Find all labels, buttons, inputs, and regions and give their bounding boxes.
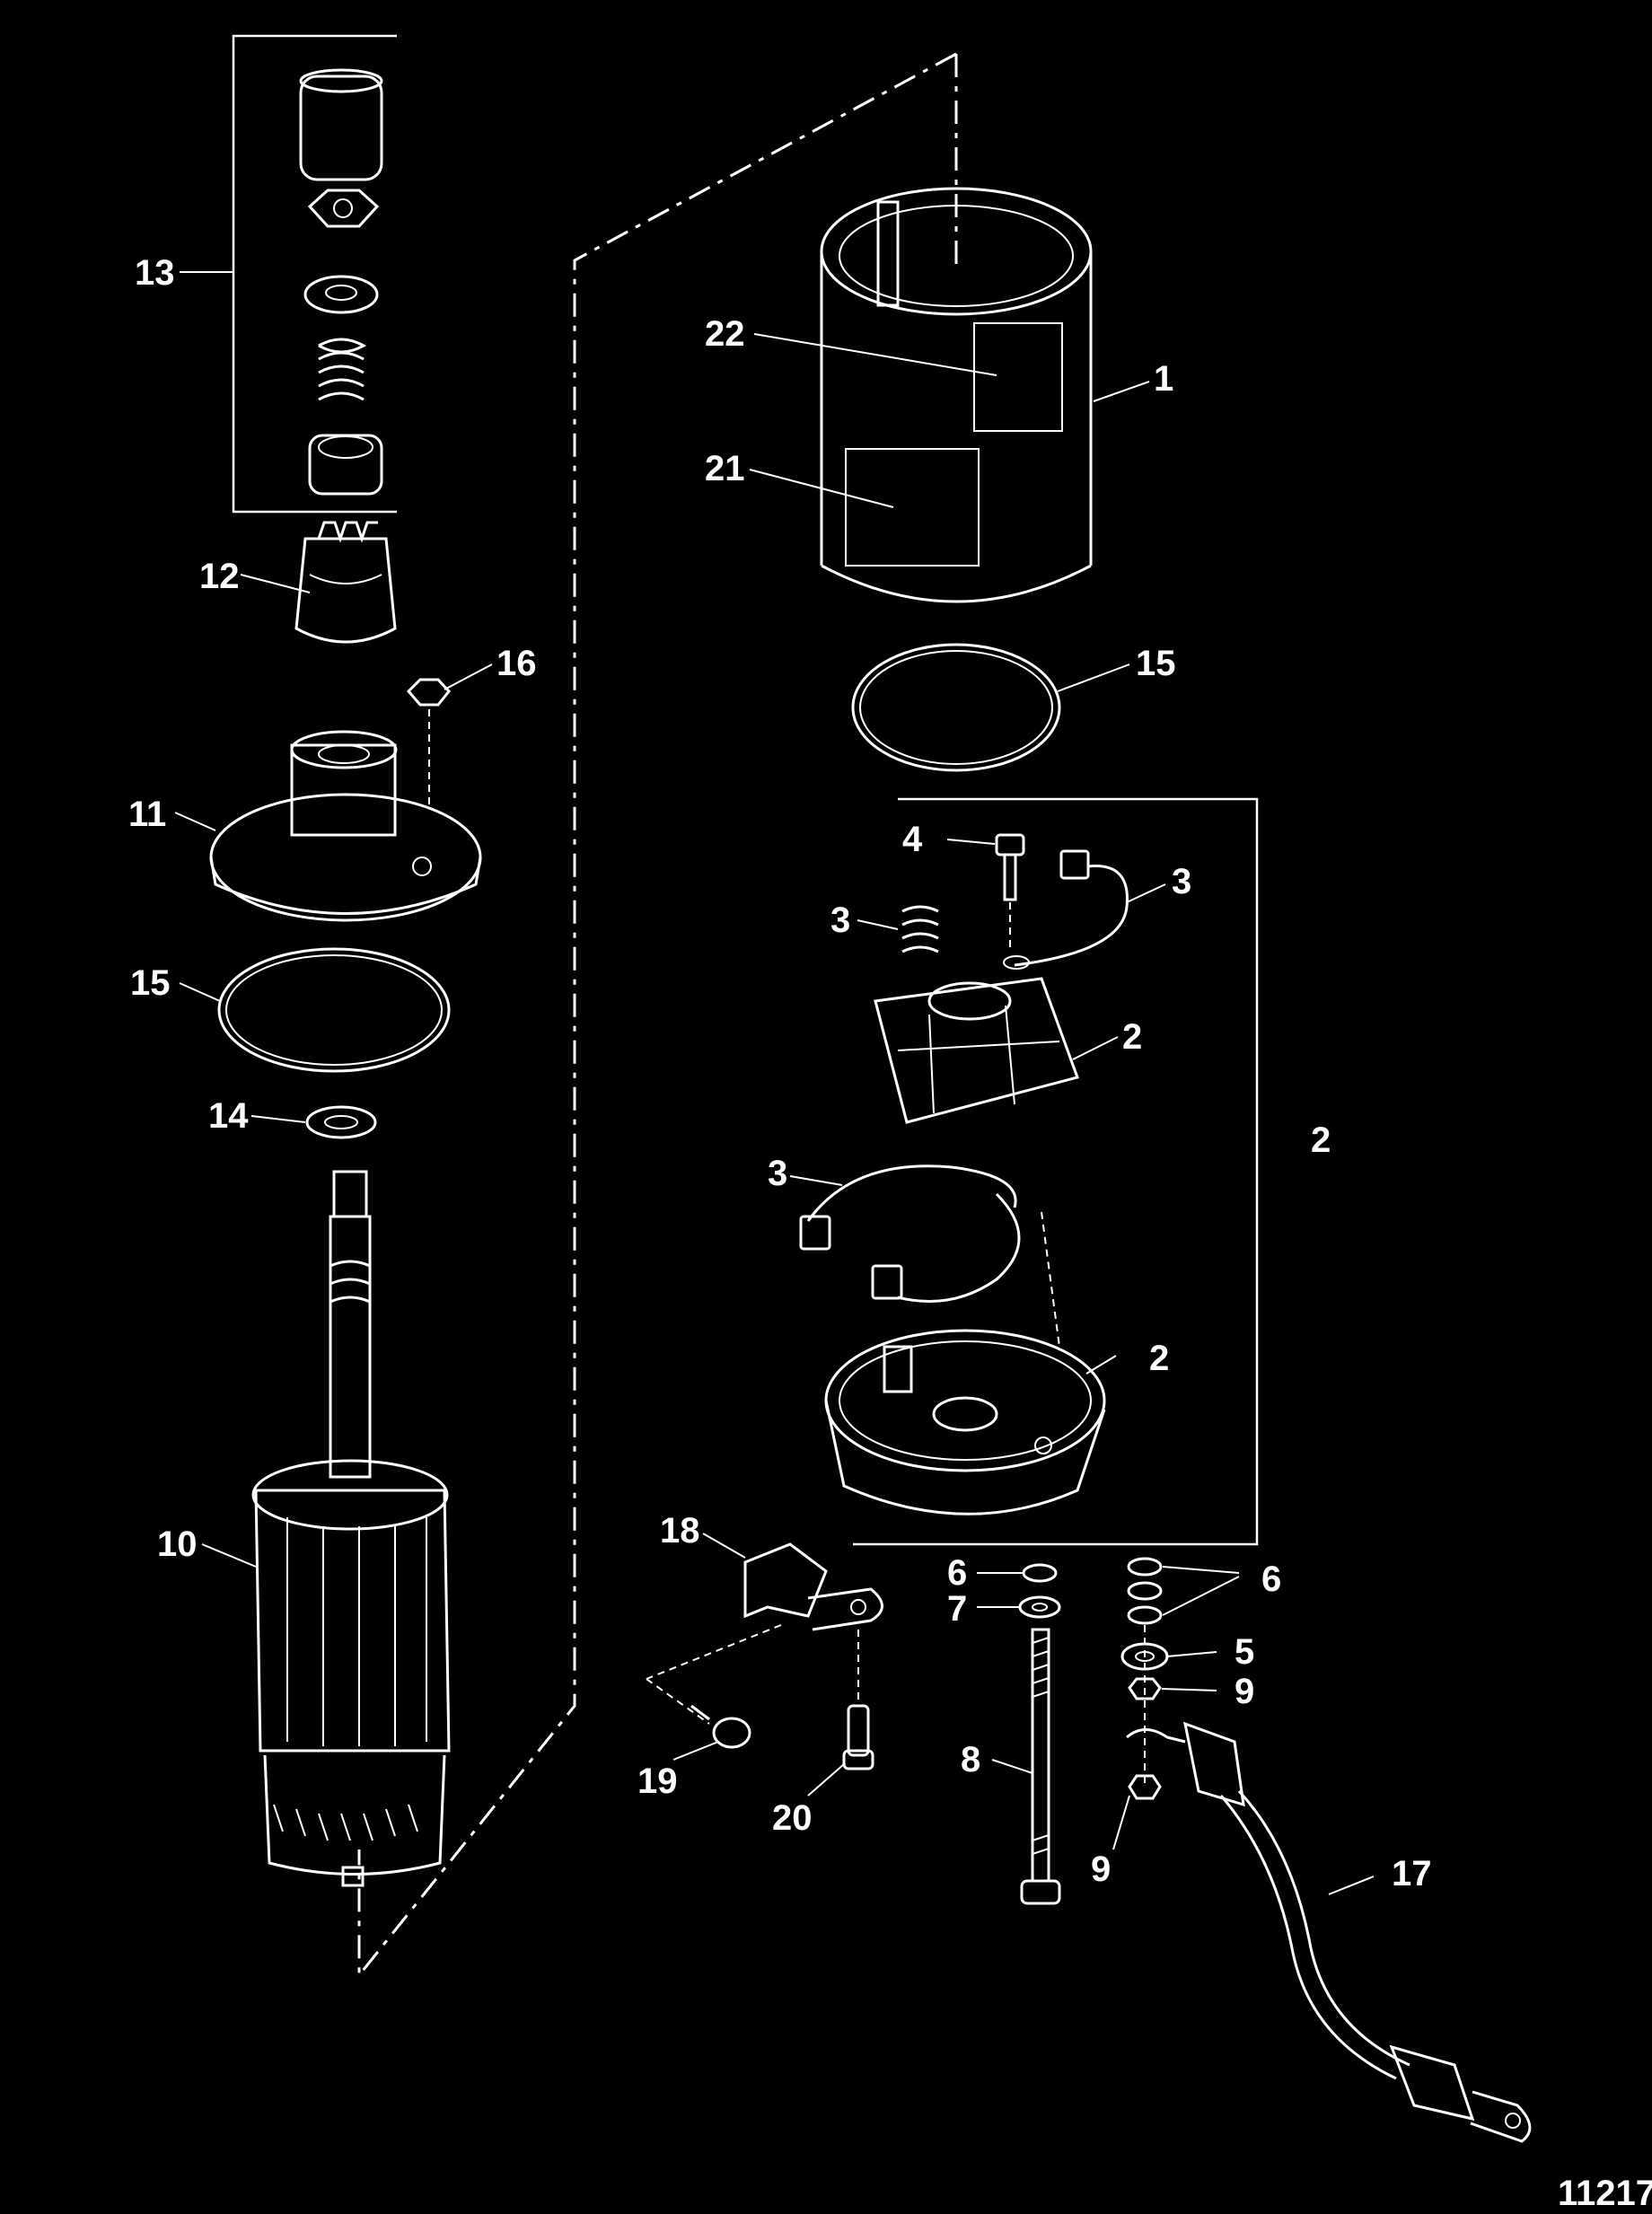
callout-labels: 13 12 16 11 15 14 10 22 1 21 15 4 3 3 2 …: [128, 253, 1652, 2213]
screw-19: [690, 1704, 751, 1749]
callout-9-upper: 9: [1235, 1672, 1254, 1711]
callout-21: 21: [705, 449, 745, 488]
callout-15-right: 15: [1136, 644, 1176, 683]
callout-8: 8: [961, 1740, 980, 1779]
brush-lead-3-lower: [799, 1164, 1060, 1348]
callout-2-holder: 2: [1122, 1017, 1142, 1057]
o-ring-15-right: [851, 643, 1061, 772]
washer-6-lower: [1127, 1605, 1163, 1625]
callout-17: 17: [1392, 1854, 1432, 1893]
group-bracket-13: [232, 34, 397, 514]
washer-6-upper: [1127, 1557, 1163, 1577]
end-cap-11: [209, 730, 482, 922]
callout-10: 10: [157, 1524, 198, 1564]
decal-21: [845, 448, 980, 567]
brush-holder-2: [874, 977, 1079, 1124]
callout-5: 5: [1235, 1632, 1254, 1672]
callout-16: 16: [496, 644, 537, 683]
nut-9-upper: [1128, 1677, 1162, 1700]
drive-kit-13: [299, 68, 383, 496]
callout-4: 4: [902, 820, 923, 859]
armature-10: [251, 1170, 451, 1887]
washer-6-middle: [1127, 1581, 1163, 1601]
callout-2-frame: 2: [1149, 1339, 1169, 1378]
callout-9-lower: 9: [1091, 1849, 1111, 1889]
decal-22: [973, 322, 1063, 432]
callout-3-lead-lower: 3: [768, 1154, 787, 1193]
brush-lead-3-upper: [1003, 849, 1129, 970]
callout-1: 1: [1154, 359, 1173, 399]
leader-lines: [174, 271, 1375, 1895]
callout-14: 14: [208, 1096, 249, 1136]
field-frame-1: [820, 187, 1093, 603]
o-ring-15-left: [217, 947, 451, 1073]
callout-12: 12: [199, 557, 240, 596]
callout-7: 7: [947, 1589, 967, 1629]
callout-3-spring: 3: [830, 901, 850, 940]
callout-11: 11: [128, 795, 166, 834]
screw-4: [995, 833, 1025, 952]
through-bolt-8: [1020, 1628, 1061, 1905]
washer-14: [305, 1105, 377, 1139]
callout-22: 22: [705, 314, 745, 354]
assembly-boundary-line: [357, 52, 957, 1980]
callout-3-lead-upper: 3: [1172, 862, 1191, 901]
cable-17: [1126, 1721, 1532, 2143]
bracket-18: [646, 1542, 883, 1725]
nut-9-lower: [1128, 1774, 1162, 1800]
screw-20: [842, 1704, 874, 1770]
pinion-12: [294, 521, 397, 644]
figure-number: 11217: [1558, 2174, 1652, 2213]
nut-16: [406, 678, 451, 808]
brush-spring-3: [901, 905, 939, 953]
callout-20: 20: [772, 1798, 813, 1838]
callout-19: 19: [637, 1762, 678, 1801]
callout-6-left: 6: [947, 1553, 967, 1593]
group-bracket-2: [853, 797, 1259, 1546]
callout-18: 18: [660, 1511, 700, 1551]
callout-15-left: 15: [130, 963, 171, 1003]
callout-13: 13: [135, 253, 175, 293]
callout-2-group: 2: [1311, 1120, 1331, 1160]
callout-6-right: 6: [1261, 1559, 1281, 1599]
end-frame-2: [824, 1329, 1106, 1516]
